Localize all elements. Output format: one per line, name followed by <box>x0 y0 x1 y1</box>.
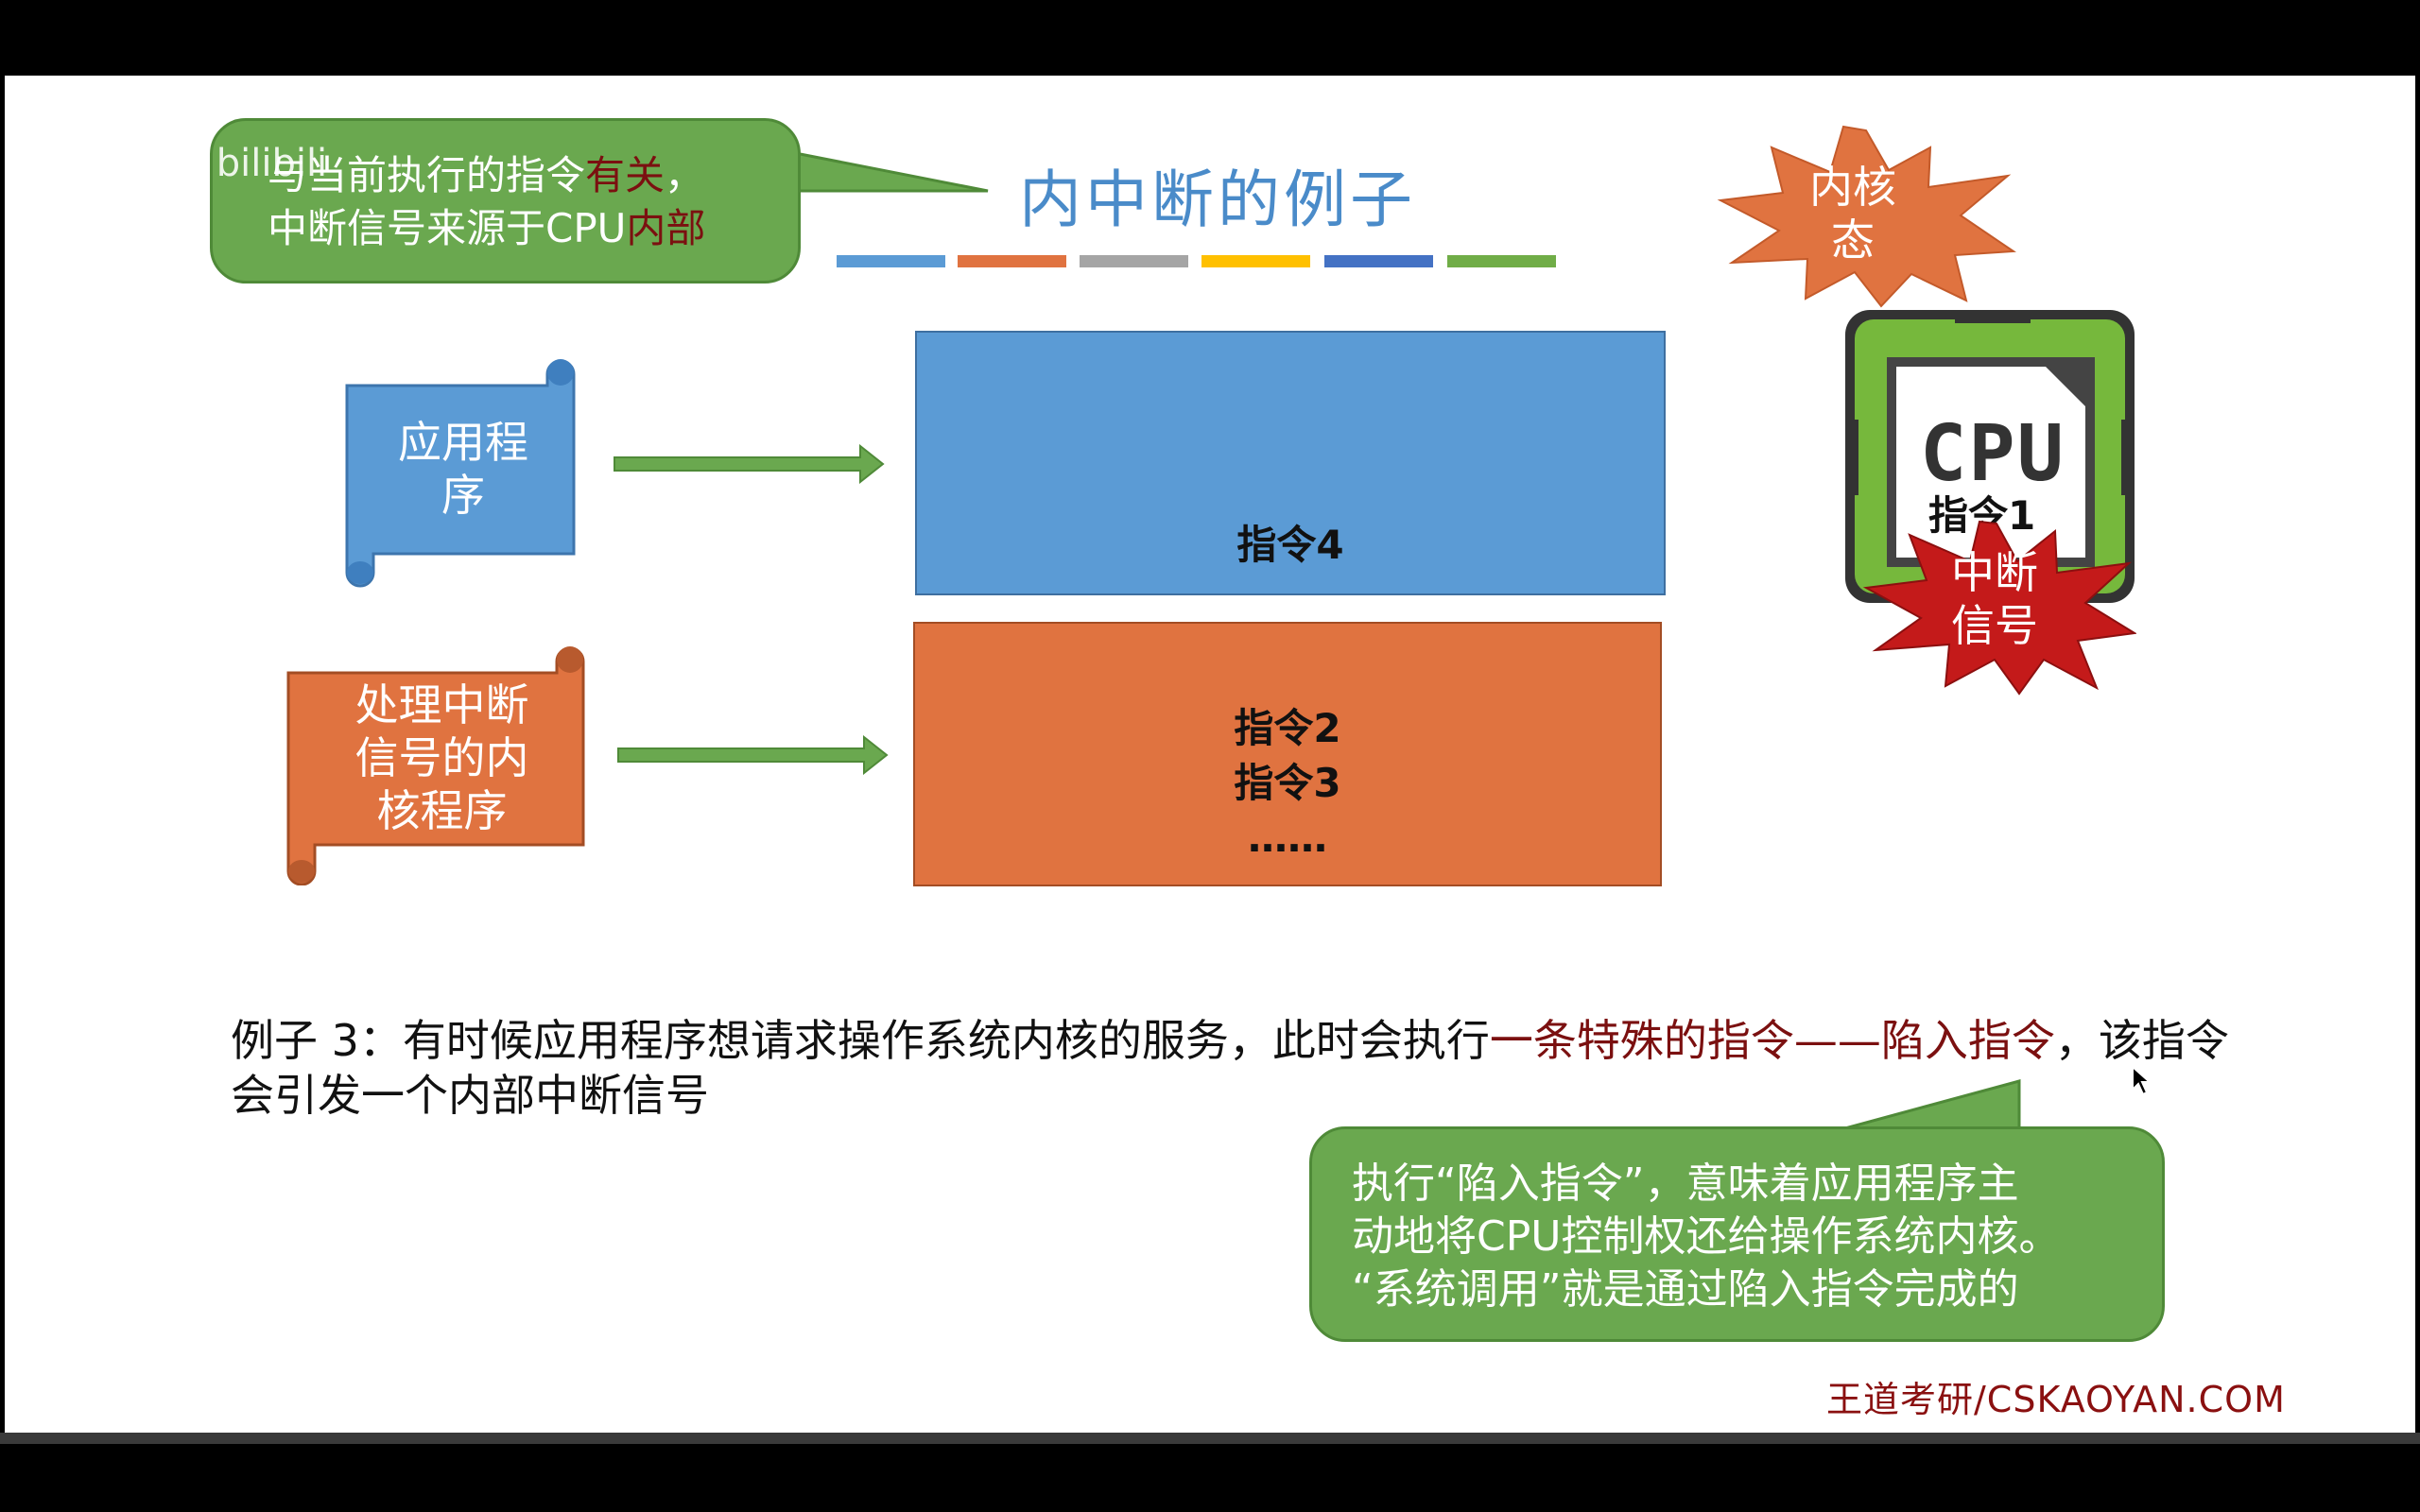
video-watermark: 王道论坛 bilibili <box>53 142 328 185</box>
user-instructions-block: 指令4 <box>915 331 1666 595</box>
instruction-2: 指令2 <box>1234 705 1341 751</box>
callout-top-left: 与当前执行的指令有关， 中断信号来源于CPU内部 <box>210 118 801 284</box>
footer-brand: 王道考研/CSKAOYAN.COM <box>1826 1379 2286 1420</box>
cpu-chip-label: CPU <box>1919 409 2066 499</box>
starburst-icon-interrupt <box>1862 520 2136 696</box>
trap-instruction-highlight: 一条特殊的指令——陷入指令 <box>1489 1015 2055 1066</box>
callout-top-line2: 中断信号来源于CPU内部 <box>268 205 706 251</box>
kernel-program-label: 处理中断 信号的内 核程序 <box>354 679 529 836</box>
kernel-mode-label: 内核 态 <box>1809 162 1896 266</box>
slide-title: 内中断的例子 <box>1019 163 1416 236</box>
arrow-right-icon-app <box>614 444 885 484</box>
color-bar-6 <box>1447 255 1556 267</box>
example-3-text: 例子 3：有时候应用程序想请求操作系统内核的服务，此时会执行一条特殊的指令——陷… <box>231 1015 2229 1121</box>
app-program-label: 应用程 序 <box>398 417 528 521</box>
interrupt-signal-label: 中断 信号 <box>1951 547 2038 651</box>
mouse-cursor-icon <box>2132 1065 2152 1096</box>
bottom-strip <box>0 1433 2420 1444</box>
instruction-ellipsis: …… <box>1248 815 1327 861</box>
cpu-chip-icon <box>1845 310 2135 603</box>
kernel-instructions-block: 指令2 指令3 …… <box>913 622 1662 886</box>
color-bar-2 <box>958 255 1066 267</box>
color-bar-1 <box>837 255 945 267</box>
arrow-right-icon-kernel <box>617 735 889 775</box>
callout-top-line1: 与当前执行的指令有关， <box>268 152 705 198</box>
callout-bottom-right: 执行“陷入指令”，意味着应用程序主 动地将CPU控制权还给操作系统内核。 “系统… <box>1309 1126 2165 1342</box>
color-bar-4 <box>1201 255 1310 267</box>
color-bar-5 <box>1324 255 1433 267</box>
scroll-icon-app <box>345 359 576 588</box>
color-bar-3 <box>1080 255 1188 267</box>
instruction-4: 指令4 <box>1236 522 1344 568</box>
instruction-3: 指令3 <box>1234 760 1341 806</box>
starburst-icon-kernel <box>1717 125 2016 308</box>
scroll-icon-kernel <box>286 646 585 885</box>
